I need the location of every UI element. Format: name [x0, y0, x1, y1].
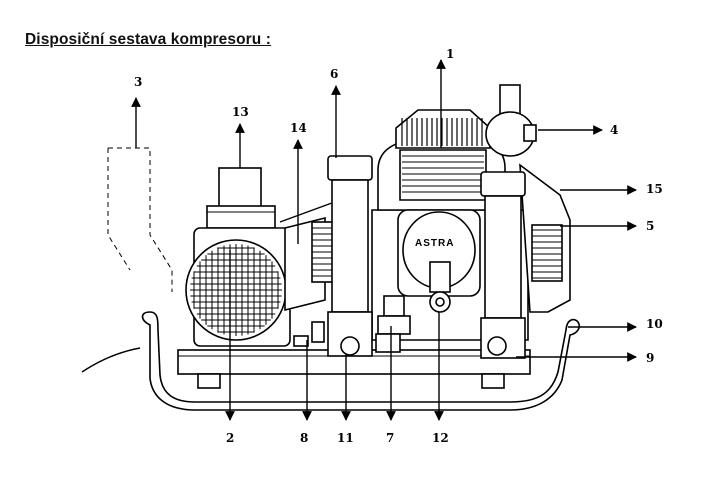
callout-3: 3 — [134, 75, 142, 89]
callout-15: 15 — [646, 182, 663, 196]
intake-filter — [206, 167, 276, 229]
callout-12: 12 — [432, 431, 449, 445]
callout-4: 4 — [610, 123, 618, 137]
left-filter-column — [327, 155, 373, 357]
front-plate: ASTRA — [397, 209, 481, 313]
callout-9: 9 — [646, 351, 654, 365]
drain-valves — [293, 295, 411, 353]
right-cooling-fins — [531, 224, 563, 282]
callout-2: 2 — [226, 431, 234, 445]
callout-10: 10 — [646, 317, 663, 331]
fan-guard — [185, 227, 291, 347]
callout-14: 14 — [290, 121, 307, 135]
callout-5: 5 — [646, 219, 654, 233]
right-filter-column — [480, 171, 526, 359]
callout-1: 1 — [446, 47, 454, 61]
callout-numbers: 1 2 3 4 5 6 7 8 9 10 11 12 13 14 15 — [134, 47, 663, 445]
callout-6: 6 — [330, 67, 338, 81]
callout-11: 11 — [337, 431, 354, 445]
cylinder-head — [395, 109, 491, 201]
diagram-title: Disposiční sestava kompresoru : — [25, 31, 272, 48]
callout-7: 7 — [386, 431, 394, 445]
brand-label: ASTRA — [415, 238, 454, 249]
callout-13: 13 — [232, 105, 249, 119]
separator-unit — [485, 84, 537, 157]
motor-outline-dashed — [107, 147, 173, 292]
leader-lines — [131, 59, 637, 421]
carry-frame — [81, 311, 581, 411]
callout-8: 8 — [300, 431, 308, 445]
